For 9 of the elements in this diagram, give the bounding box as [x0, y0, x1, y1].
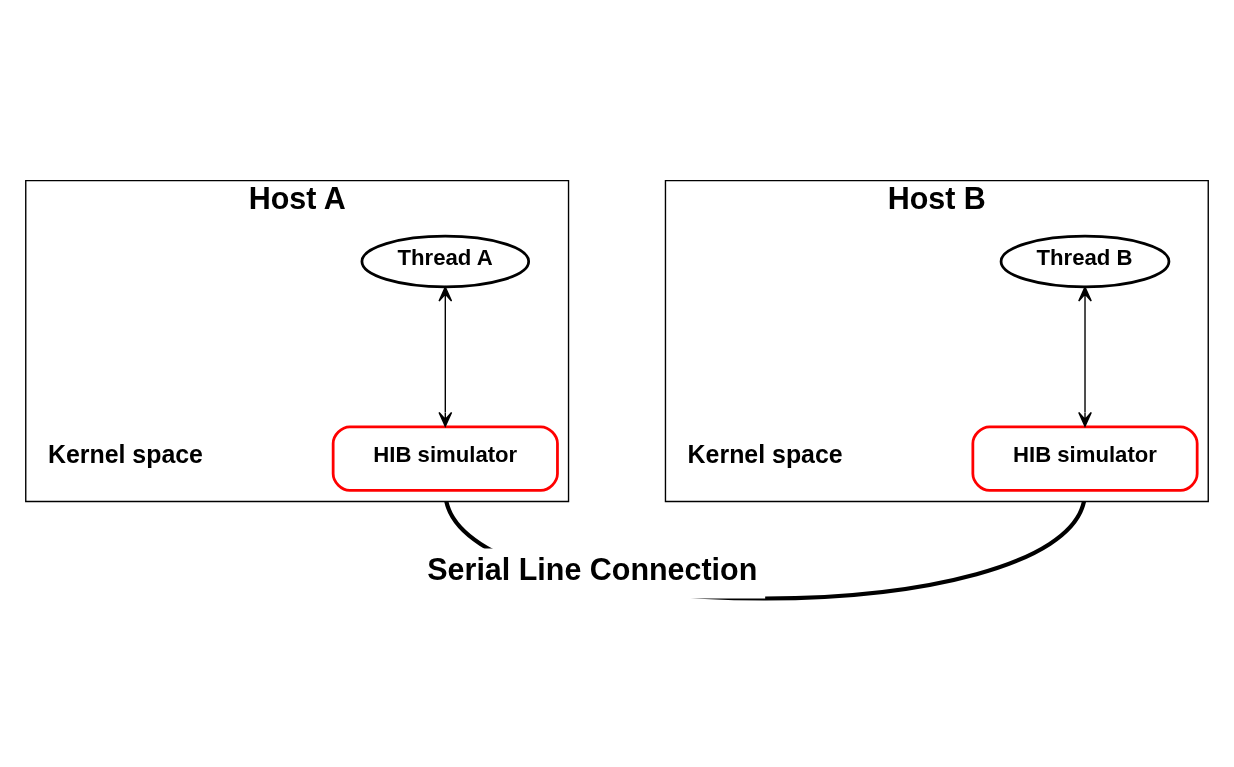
- node-ellipse: Thread B: [999, 234, 1171, 288]
- node-box: HIB simulator: [331, 424, 559, 492]
- node-box: HIB simulator: [971, 424, 1199, 492]
- node-ellipse: Thread A: [360, 234, 531, 288]
- label: Kernel space: [47, 439, 203, 468]
- arrow: [1078, 285, 1092, 427]
- arrow: [438, 285, 453, 427]
- edge-label: Serial Line Connection: [427, 551, 758, 586]
- label: Kernel space: [687, 439, 843, 468]
